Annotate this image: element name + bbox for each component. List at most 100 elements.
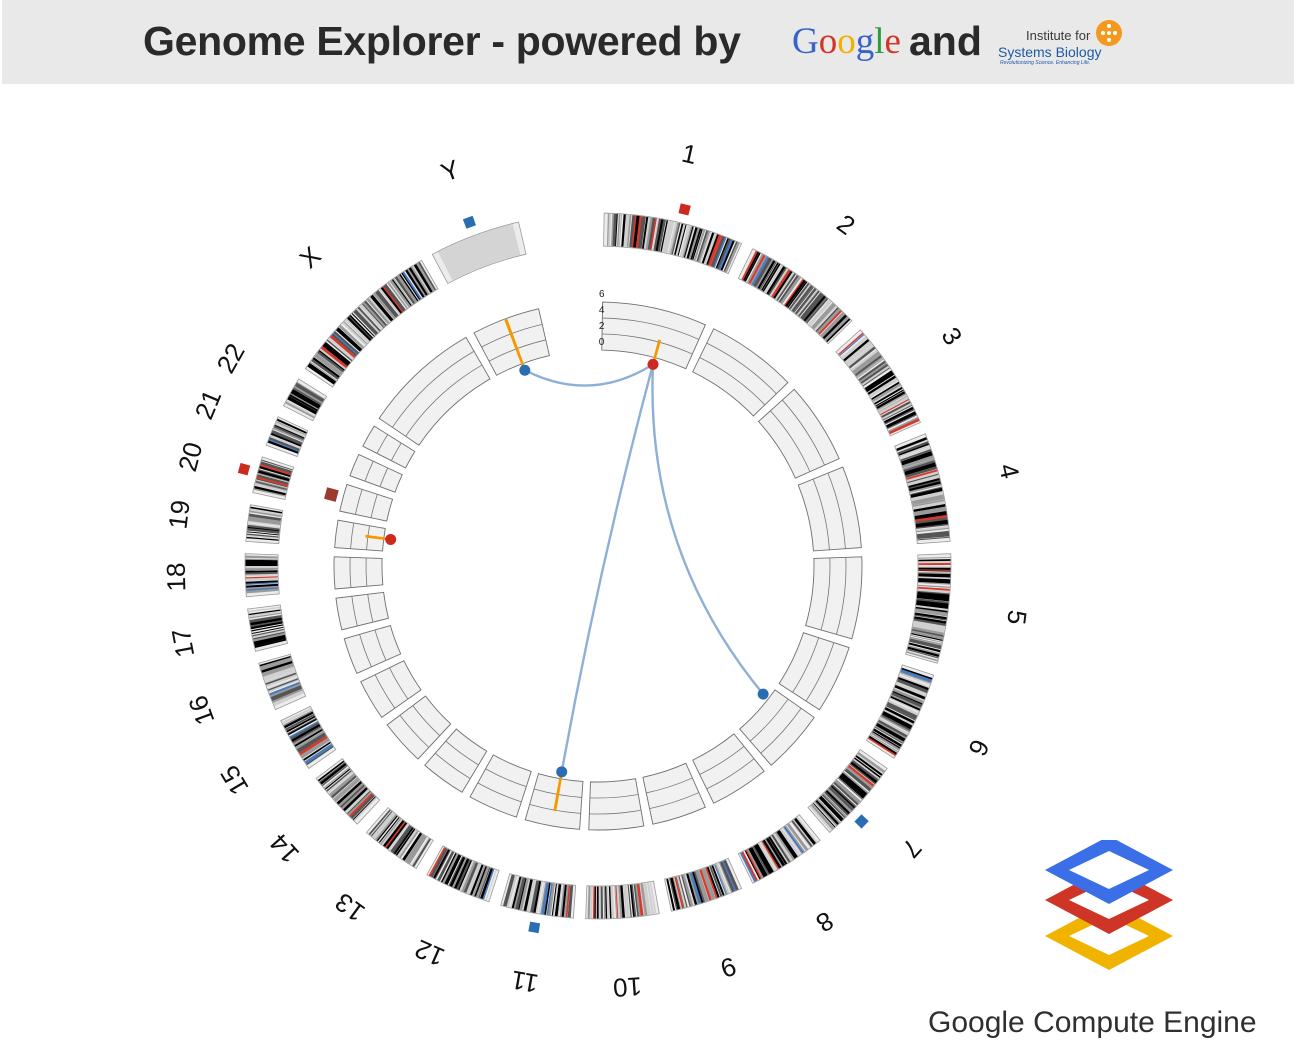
axis-tick-label: 4	[599, 305, 605, 316]
histogram-segment-15[interactable]	[360, 660, 422, 719]
histogram-segment-20[interactable]	[339, 483, 394, 522]
chromosome-5[interactable]	[905, 553, 952, 664]
histogram-segment-21[interactable]	[349, 453, 403, 493]
marker-11[interactable]	[528, 921, 541, 934]
chromosome-label-x: X	[294, 240, 327, 274]
chromosome-label-2: 2	[831, 208, 860, 241]
histogram-segment-8[interactable]	[692, 733, 765, 804]
chromosome-12[interactable]	[426, 845, 500, 903]
chromosome-label-11: 11	[509, 965, 541, 999]
axis-tick-label: 0	[599, 337, 605, 348]
axis-tick-label: 6	[599, 289, 605, 300]
marker-20[interactable]	[237, 462, 251, 476]
histogram-bar-y[interactable]	[504, 318, 525, 367]
histogram-segment-12[interactable]	[469, 754, 532, 818]
chromosome-x[interactable]	[304, 259, 439, 388]
histogram-segment-10[interactable]	[588, 778, 645, 831]
chromosome-14[interactable]	[315, 758, 381, 825]
marker-y[interactable]	[462, 215, 476, 229]
chromosome-label-14: 14	[263, 828, 305, 870]
compute-engine-layer-hole	[1069, 917, 1149, 955]
chromosome-label-21: 21	[189, 385, 228, 423]
histogram-bar-19[interactable]	[365, 534, 386, 541]
chromosome-15[interactable]	[280, 705, 337, 770]
google-logo-letter: g	[855, 21, 875, 62]
endpoint-20[interactable]	[324, 487, 339, 502]
link-1-y[interactable]	[524, 363, 654, 387]
chromosome-19[interactable]	[245, 504, 284, 545]
histogram-segment-14[interactable]	[386, 695, 452, 760]
endpoint-1[interactable]	[647, 358, 659, 370]
header-and: and	[909, 18, 982, 64]
endpoint-y[interactable]	[519, 364, 531, 376]
compute-engine-layer-hole	[1069, 851, 1149, 889]
histogram-segment-1[interactable]	[601, 301, 706, 370]
link-1-7[interactable]	[651, 364, 765, 695]
histogram-segment-13[interactable]	[424, 728, 488, 793]
google-logo-letter: o	[818, 21, 838, 62]
chromosome-21[interactable]	[265, 416, 309, 458]
histogram-segment-4[interactable]	[797, 466, 862, 552]
google-logo-letter: e	[884, 21, 901, 62]
page-header: Genome Explorer - powered by Google and …	[2, 0, 1294, 84]
histogram-segment-7[interactable]	[739, 689, 815, 766]
histogram-segment-6[interactable]	[778, 632, 850, 711]
histogram-segment-x[interactable]	[378, 336, 491, 446]
chromosome-label-13: 13	[329, 887, 370, 928]
histogram-segment-3[interactable]	[757, 388, 840, 479]
chromosome-8[interactable]	[737, 814, 821, 884]
isb-dots-icon	[1096, 20, 1122, 46]
histogram-segment-11[interactable]	[524, 773, 584, 830]
compute-engine-label: Google Compute Engine	[928, 1006, 1257, 1039]
chromosome-22[interactable]	[282, 378, 328, 422]
chromosome-label-5: 5	[1001, 608, 1033, 626]
chromosome-16[interactable]	[258, 653, 307, 711]
google-logo-letter: G	[792, 21, 819, 62]
chromosome-1[interactable]	[603, 212, 743, 275]
link-1-11[interactable]	[560, 364, 655, 773]
chromosome-label-19: 19	[162, 498, 195, 530]
histogram-segment-18[interactable]	[333, 556, 384, 590]
chromosome-18[interactable]	[244, 553, 280, 598]
histogram-bar-11[interactable]	[553, 776, 563, 812]
histogram-segment-9[interactable]	[642, 762, 706, 825]
chromosome-4[interactable]	[894, 433, 951, 545]
page-title: Genome Explorer - powered by	[143, 18, 741, 64]
chromosome-17[interactable]	[247, 604, 288, 652]
chromosome-3[interactable]	[835, 329, 922, 437]
marker-1[interactable]	[678, 203, 691, 216]
chromosome-label-18: 18	[161, 562, 192, 592]
histogram-bar-1[interactable]	[653, 339, 662, 360]
google-logo-letter: l	[874, 21, 885, 62]
endpoint-7[interactable]	[757, 688, 769, 700]
chromosome-13[interactable]	[365, 806, 434, 870]
compute-engine-logo: Google Compute Engine	[928, 840, 1294, 1045]
chromosome-label-22: 22	[210, 338, 250, 378]
histogram-segment-16[interactable]	[343, 624, 402, 674]
chromosome-20[interactable]	[252, 456, 295, 500]
chromosome-y[interactable]	[431, 221, 527, 284]
histogram-segment-5[interactable]	[805, 556, 863, 640]
endpoint-11[interactable]	[556, 766, 568, 778]
chromosome-9[interactable]	[664, 857, 743, 912]
endpoint-19[interactable]	[385, 533, 397, 545]
histogram-segment-19[interactable]	[334, 519, 386, 552]
link-track	[524, 363, 765, 773]
marker-7[interactable]	[854, 814, 869, 829]
google-logo: Google	[792, 20, 901, 63]
isb-logo-tagline: Revolutionizing Science. Enhancing Life.	[1000, 60, 1091, 66]
histogram-segment-2[interactable]	[692, 328, 789, 417]
histogram-segment-17[interactable]	[335, 591, 389, 631]
histogram-segment-22[interactable]	[362, 425, 416, 469]
chromosome-2[interactable]	[737, 248, 853, 345]
chromosome-7[interactable]	[807, 748, 888, 833]
chromosome-10[interactable]	[585, 880, 660, 920]
chromosome-11[interactable]	[500, 873, 577, 919]
chromosome-6[interactable]	[865, 664, 935, 759]
chromosome-label-1: 1	[679, 138, 700, 170]
histogram-segment-y[interactable]	[473, 308, 550, 376]
isb-logo-line2: Systems Biology	[998, 44, 1102, 60]
